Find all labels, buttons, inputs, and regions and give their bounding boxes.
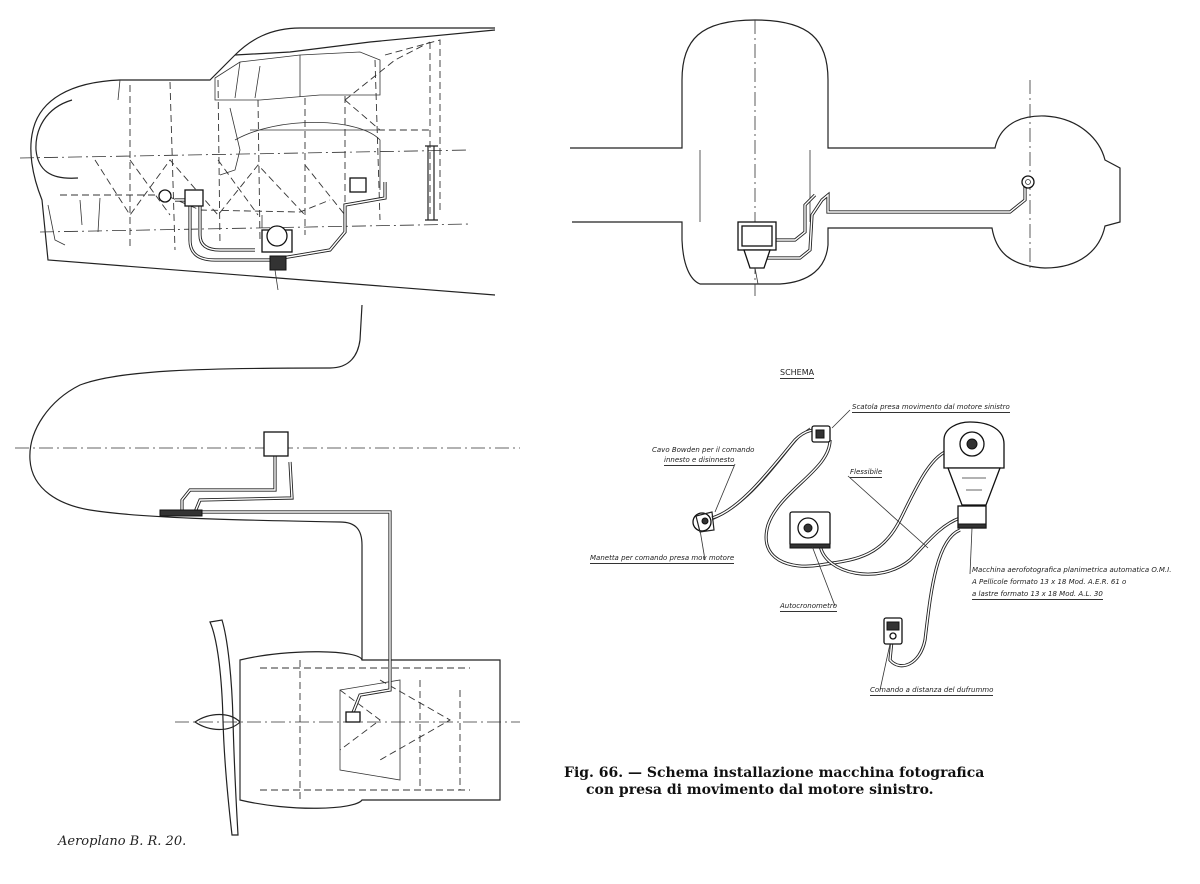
label-cavo-line1: Cavo Bowden per il comando xyxy=(652,446,755,454)
wing-plan-view xyxy=(15,304,520,836)
schema-title: SCHEMA xyxy=(780,368,815,379)
label-flessibile: Flessibile xyxy=(850,468,883,478)
installation-schema xyxy=(692,409,1005,691)
label-macchina-line3: a lastre formato 13 x 18 Mod. A.L. 30 xyxy=(972,590,1103,600)
figure-caption-line2: con presa di movimento dal motore sinist… xyxy=(586,782,934,798)
label-macchina-line1: Macchina aerofotografica planimetrica au… xyxy=(972,566,1172,574)
label-scatola: Scatola presa movimento dal motore sinis… xyxy=(852,403,1010,413)
label-cavo-line2: innesto e disinnesto xyxy=(664,456,735,466)
label-comando: Comando a distanza del dufrummo xyxy=(870,686,994,696)
page-footer: Aeroplano B. R. 20. xyxy=(58,834,187,849)
label-macchina-line2: A Pellicole formato 13 x 18 Mod. A.E.R. … xyxy=(972,578,1127,586)
fuselage-section-view xyxy=(570,19,1121,296)
fuselage-side-view xyxy=(19,27,496,296)
label-manetta: Manetta per comando presa mov motore xyxy=(590,554,735,564)
label-autocronometro: Autocronometro xyxy=(780,602,838,612)
figure-caption-line1: Fig. 66. — Schema installazione macchina… xyxy=(564,765,985,781)
